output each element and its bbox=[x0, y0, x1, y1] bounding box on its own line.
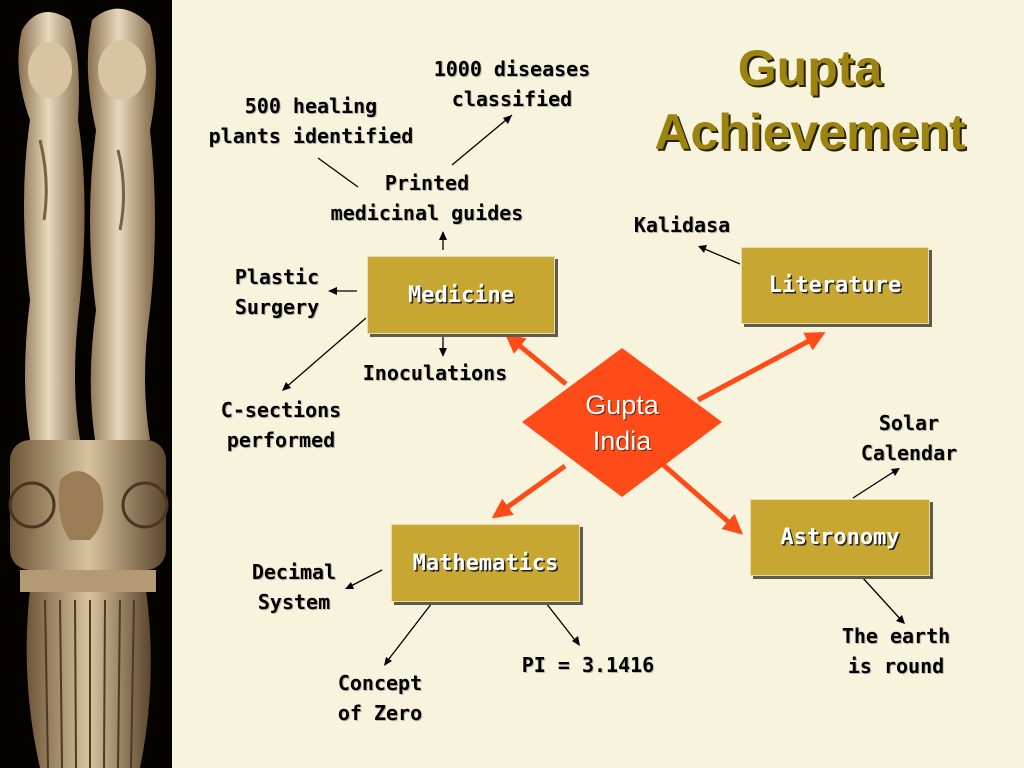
arrow-literature-to-kalidasa bbox=[699, 246, 741, 265]
astronomy-box: Astronomy bbox=[750, 499, 930, 576]
arrow-math-to-zero bbox=[384, 602, 433, 665]
label-earth-round: The earth is round bbox=[841, 624, 951, 678]
slide-title: Gupta Achievement bbox=[600, 36, 1020, 164]
arrowhead-solar bbox=[891, 468, 900, 476]
arrow-astronomy-to-solar bbox=[852, 468, 899, 499]
arrow-math-to-decimal bbox=[346, 569, 383, 589]
lion-capital-image bbox=[0, 0, 172, 768]
arrowhead-guides bbox=[439, 231, 447, 240]
arrowhead-diseases bbox=[503, 115, 512, 124]
arrowhead-kalidasa bbox=[698, 245, 707, 253]
label-decimal-system: Decimal System bbox=[251, 560, 337, 614]
arrowhead-zero bbox=[384, 657, 392, 666]
arrowhead-pi bbox=[572, 636, 580, 646]
label-inoculations: Inoculations bbox=[362, 361, 508, 385]
arrowhead-inoculations bbox=[439, 348, 447, 357]
label-healing: 500 healing plants identified bbox=[208, 94, 414, 148]
label-csections: C-sections performed bbox=[220, 398, 342, 452]
label-guides: Printed medicinal guides bbox=[330, 171, 524, 225]
arrow-to-medicine bbox=[504, 333, 568, 386]
label-diseases: 1000 diseases classified bbox=[433, 57, 591, 111]
center-label-line-1: Gupta bbox=[585, 390, 659, 420]
arrow-to-mathematics bbox=[491, 463, 567, 519]
arrowhead-decimal bbox=[345, 582, 354, 589]
label-concept-zero: Concept of Zero bbox=[337, 671, 423, 725]
arrowhead-earth bbox=[896, 615, 905, 624]
arrow-to-literature bbox=[696, 331, 826, 403]
arrow-guides-to-healing bbox=[317, 157, 359, 188]
arrow-guides-to-diseases bbox=[451, 114, 513, 166]
title-line-2: Achievement bbox=[654, 104, 966, 160]
lion-capital-illustration bbox=[8, 8, 169, 768]
mathematics-box: Mathematics bbox=[391, 524, 580, 602]
arrow-math-to-pi bbox=[545, 602, 579, 645]
center-label-line-2: India bbox=[592, 426, 652, 456]
title-line-1: Gupta bbox=[737, 40, 883, 96]
label-pi: PI = 3.1416 bbox=[521, 653, 655, 677]
label-kalidasa: Kalidasa bbox=[633, 213, 731, 237]
center-diamond bbox=[522, 348, 722, 497]
arrow-to-astronomy bbox=[658, 460, 744, 535]
center-label: Gupta India bbox=[522, 387, 722, 459]
medicine-box: Medicine bbox=[367, 256, 555, 334]
arrowhead-csections bbox=[282, 382, 291, 391]
arrow-medicine-to-csections bbox=[283, 317, 367, 390]
arrowhead-plastic bbox=[328, 287, 337, 295]
label-plastic-surgery: Plastic Surgery bbox=[234, 265, 320, 319]
literature-box: Literature bbox=[741, 247, 929, 324]
label-solar-calendar: Solar Calendar bbox=[860, 411, 958, 465]
arrow-astronomy-to-earth bbox=[861, 576, 904, 623]
